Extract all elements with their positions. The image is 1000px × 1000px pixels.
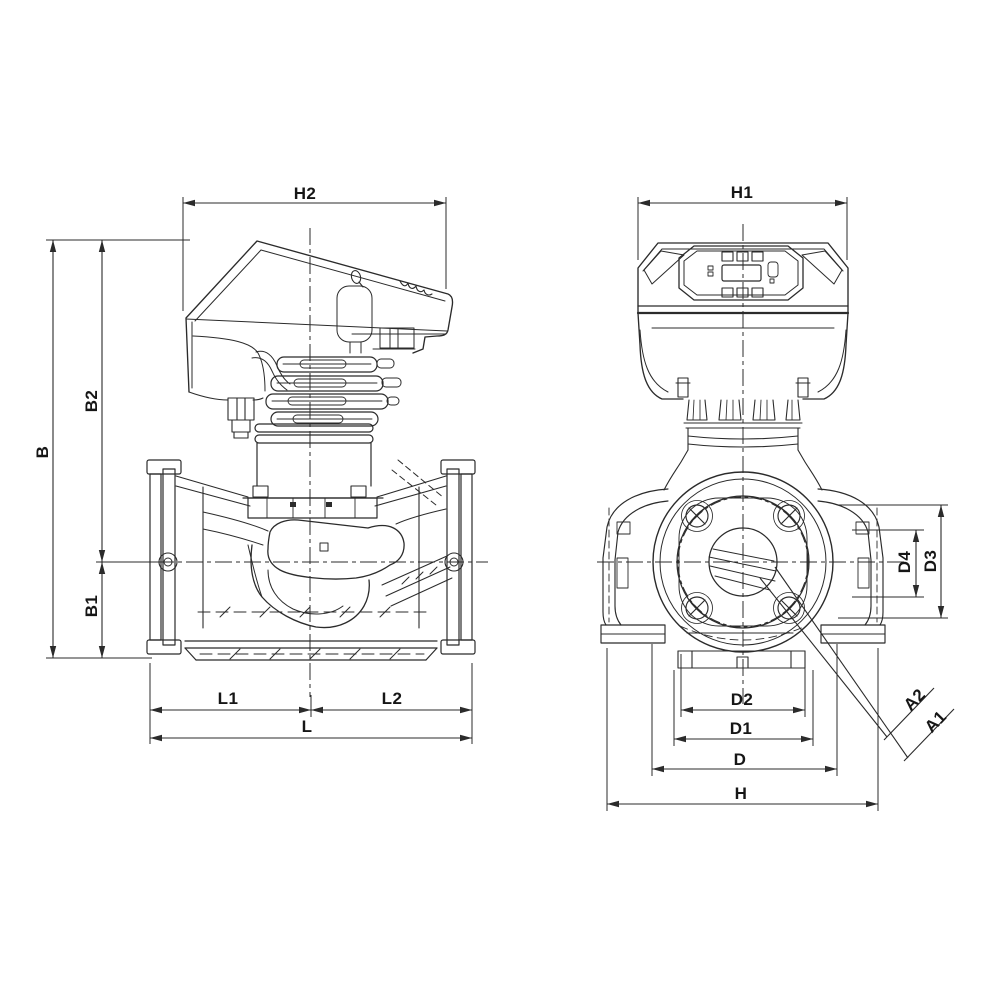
dimension-arrowheads (49, 199, 945, 808)
indicator-led-2 (707, 271, 714, 277)
mounting-bracket-right (817, 488, 886, 644)
collar (663, 377, 823, 491)
dim-label-l1: L1 (217, 689, 239, 708)
dim-label-b: B (33, 445, 52, 459)
pump-flange-front (652, 471, 834, 669)
button-top-3 (751, 251, 764, 262)
dim-label-l2: L2 (381, 689, 403, 708)
pump-volute-side (146, 459, 476, 661)
dim-label-b1: B1 (82, 594, 101, 618)
motor-fins (254, 356, 402, 487)
centerlines (128, 224, 906, 704)
button-top-2 (736, 251, 749, 262)
indicator-led-1 (707, 265, 714, 271)
display-screen (721, 264, 762, 282)
dim-label-h2: H2 (293, 184, 317, 203)
dim-label-d3: D3 (921, 549, 940, 573)
side-view (146, 240, 476, 661)
dimension-lines (52, 202, 955, 805)
dim-label-b2: B2 (82, 389, 101, 413)
button-top-1 (721, 251, 734, 262)
mounting-bracket-left (600, 488, 669, 644)
terminal-box (227, 397, 255, 439)
dim-label-h: H (734, 784, 748, 803)
impeller-opening (708, 527, 778, 597)
dim-label-h1: H1 (730, 183, 754, 202)
brand-logo-mark (350, 270, 433, 296)
dim-lines-a1-a2 (759, 566, 955, 762)
button-bottom-2 (736, 287, 749, 298)
button-bottom-1 (721, 287, 734, 298)
dim-label-d: D (733, 750, 747, 769)
control-panel (678, 245, 804, 301)
button-bottom-3 (751, 287, 764, 298)
bolt-holes (681, 500, 805, 624)
dim-label-d2: D2 (730, 690, 754, 709)
dim-label-l: L (301, 717, 313, 736)
front-view (600, 242, 886, 669)
dim-label-d1: D1 (729, 719, 753, 738)
extension-lines (46, 197, 948, 811)
dim-label-d4: D4 (895, 550, 914, 574)
